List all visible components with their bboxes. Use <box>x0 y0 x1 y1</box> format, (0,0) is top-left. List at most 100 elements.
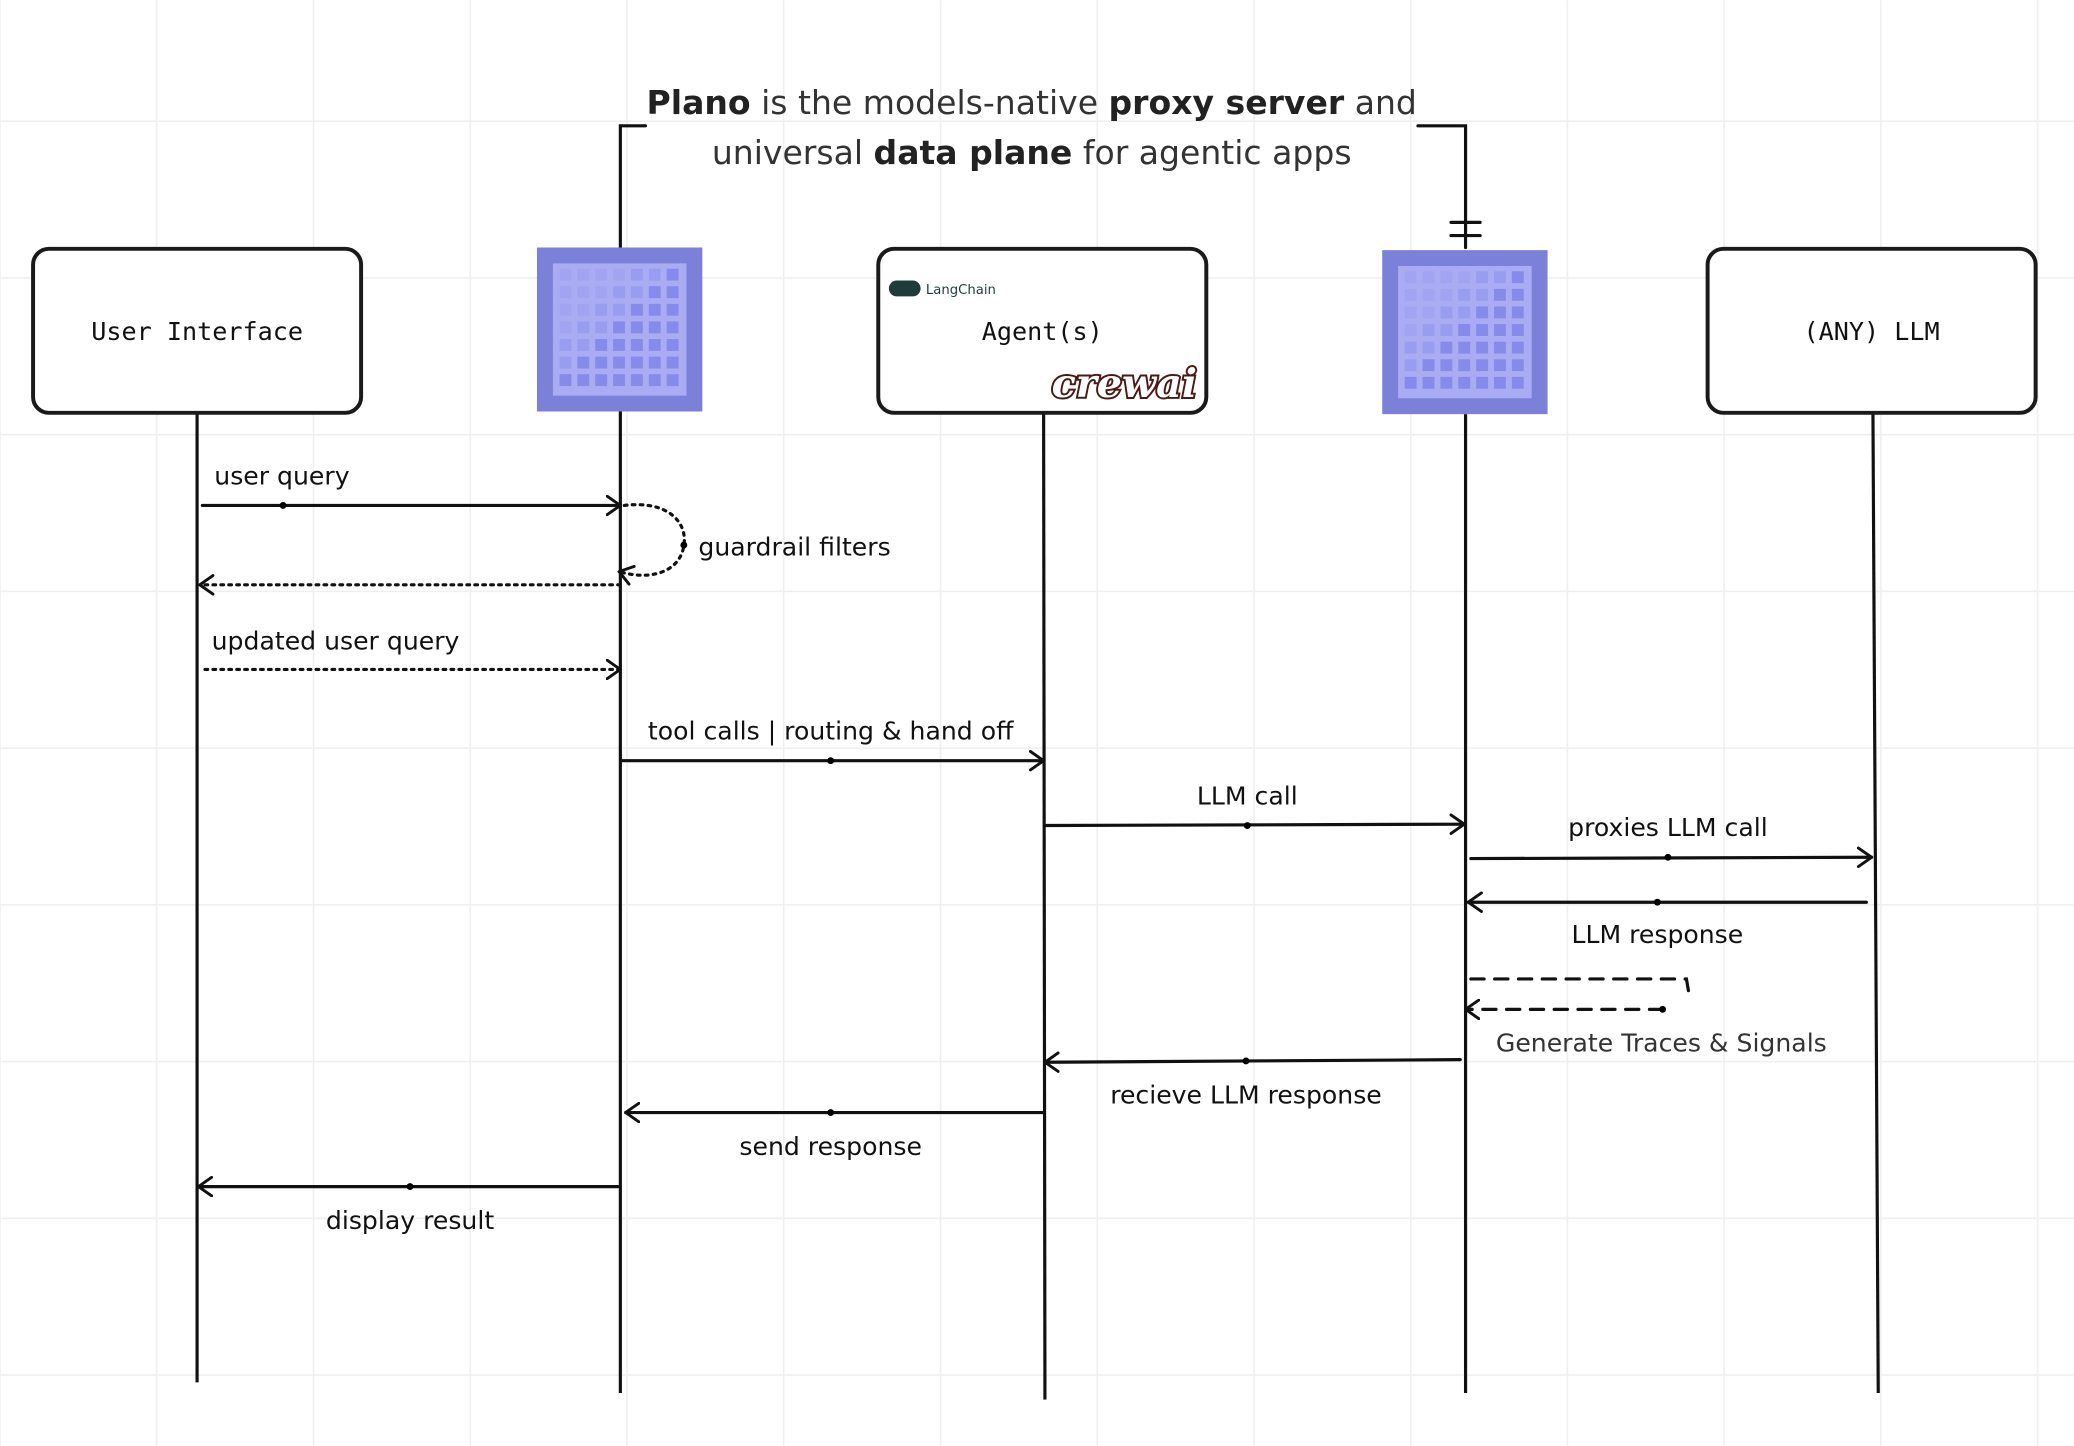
plano-logo-cell <box>595 286 608 299</box>
plano-logo <box>537 247 703 412</box>
plano-logo-cell <box>1422 341 1435 354</box>
plano-logo-cell <box>1458 306 1471 319</box>
plano-logo-cell <box>1440 306 1453 319</box>
plano-logo-cell <box>648 339 661 351</box>
plano-logo-cell <box>1404 324 1417 336</box>
plano-logo-cell <box>595 303 608 316</box>
plano-logo-cell <box>559 286 572 299</box>
plano-logo-cell <box>1476 376 1489 389</box>
title-segment: data plane <box>874 133 1073 172</box>
plano-logo-cell <box>1458 341 1471 354</box>
plano-logo-cell <box>577 321 590 334</box>
plano-logo-cell <box>595 268 608 281</box>
svg-text:proxies LLM call: proxies LLM call <box>1568 813 1768 842</box>
msg-send: send response <box>624 1109 1046 1161</box>
msg-llm-call: LLM call <box>1044 781 1466 829</box>
plano-logo-cell <box>1476 359 1489 372</box>
plano-logo-cell <box>577 303 590 316</box>
plano-logo-cell <box>1493 359 1506 372</box>
plano-logo-cell <box>666 339 679 351</box>
title-segment: for agentic apps <box>1072 133 1351 172</box>
plano-logo-cell <box>666 321 679 334</box>
plano-logo-cell <box>613 321 625 334</box>
plano-logo-cell <box>577 356 590 369</box>
plano-logo-cell <box>630 356 643 369</box>
plano-logo-cell <box>648 321 661 334</box>
plano-logo-cell <box>1511 359 1524 372</box>
plano-logo-cell <box>666 356 679 369</box>
plano-logo-cell <box>1404 288 1417 301</box>
plano-logo-cell <box>595 321 608 334</box>
plano-logo-cell <box>1511 288 1524 301</box>
msg-updated-query: updated user query <box>203 627 622 670</box>
plano-logo-cell <box>1440 359 1453 372</box>
plano-logo-cell <box>666 268 679 281</box>
msg-receive: recieve LLM response <box>1043 1058 1462 1109</box>
plano-logo-cell <box>1422 324 1435 336</box>
plano-logo-cell <box>1404 376 1417 389</box>
plano-logo-cell <box>613 356 625 369</box>
plano-logo-cell <box>1440 341 1453 354</box>
svg-text:display result: display result <box>326 1206 494 1235</box>
plano-logo-cell <box>1404 306 1417 319</box>
plano-logo-cell <box>1511 341 1524 354</box>
title-line-2: universal data plane for agentic apps <box>712 133 1352 172</box>
plano-logo-cell <box>1493 271 1506 284</box>
plano-logo-cell <box>1476 306 1489 319</box>
plano-logo-cell <box>1458 376 1471 389</box>
plano-logo-cell <box>630 303 643 316</box>
plano-logo-cell <box>1511 376 1524 389</box>
plano-logo-cell <box>1511 271 1524 284</box>
plano-logo-cell <box>559 268 572 281</box>
plano-logo-cell <box>1422 376 1435 389</box>
svg-text:guardrail filters: guardrail filters <box>698 533 890 562</box>
svg-text:LangChain: LangChain <box>926 283 996 298</box>
participant-llm: (ANY) LLM <box>1705 246 2038 415</box>
participant-agent-label: Agent(s) <box>982 317 1103 346</box>
plano-logo-cell <box>1493 376 1506 389</box>
plano-logo-cell <box>1422 288 1435 301</box>
plano-logo-cell <box>666 286 679 299</box>
plano-logo-cell <box>1493 341 1506 354</box>
langchain-logo: LangChain <box>888 280 996 298</box>
title-line-1: Plano is the models-native proxy server … <box>647 83 1417 122</box>
plano-logo-cell <box>1458 324 1471 336</box>
plano-logo-cell <box>1404 271 1417 284</box>
svg-text:crewai: crewai <box>1052 361 1197 407</box>
plano-logo-cell <box>1458 359 1471 372</box>
crewai-logo: crewai <box>1050 359 1199 409</box>
plano-logo-cell <box>1493 306 1506 319</box>
plano-logo-cell <box>613 268 625 281</box>
plano-logo-cell <box>577 286 590 299</box>
svg-text:recieve LLM response: recieve LLM response <box>1110 1080 1382 1109</box>
plano-logo-cell <box>595 339 608 351</box>
msg-proxies: proxies LLM call <box>1469 813 1874 861</box>
title-segment: universal <box>712 133 874 172</box>
plano-logo-cell <box>613 339 625 351</box>
plano-logo-cell <box>559 356 572 369</box>
plano-logo-cell <box>1404 341 1417 354</box>
msg-guardrail: guardrail filters <box>198 503 891 585</box>
plano-logo-cell <box>648 374 661 387</box>
plano-logo-cell <box>595 374 608 387</box>
plano-logo-cell <box>648 303 661 316</box>
plano-logo-cell <box>559 321 572 334</box>
svg-text:LLM call: LLM call <box>1197 781 1298 810</box>
plano-logo-cell <box>666 374 679 387</box>
plano-logo-cell <box>577 339 590 351</box>
msg-display: display result <box>196 1183 620 1235</box>
plano-logo-cell <box>613 303 625 316</box>
plano-logo-cell <box>1493 324 1506 336</box>
plano-logo-cell <box>613 374 625 387</box>
plano-logo-cell <box>1458 271 1471 284</box>
participant-llm-label: (ANY) LLM <box>1804 317 1940 346</box>
plano-logo-cell <box>666 303 679 316</box>
plano-logo-cell <box>1493 288 1506 301</box>
title-segment: is the models-native <box>751 83 1109 122</box>
plano-logo-cell <box>1476 288 1489 301</box>
msg-user-query: user query <box>200 461 622 509</box>
plano-logo-cell <box>630 321 643 334</box>
title-bracket <box>618 124 1482 250</box>
plano-logo-cell <box>559 374 572 387</box>
